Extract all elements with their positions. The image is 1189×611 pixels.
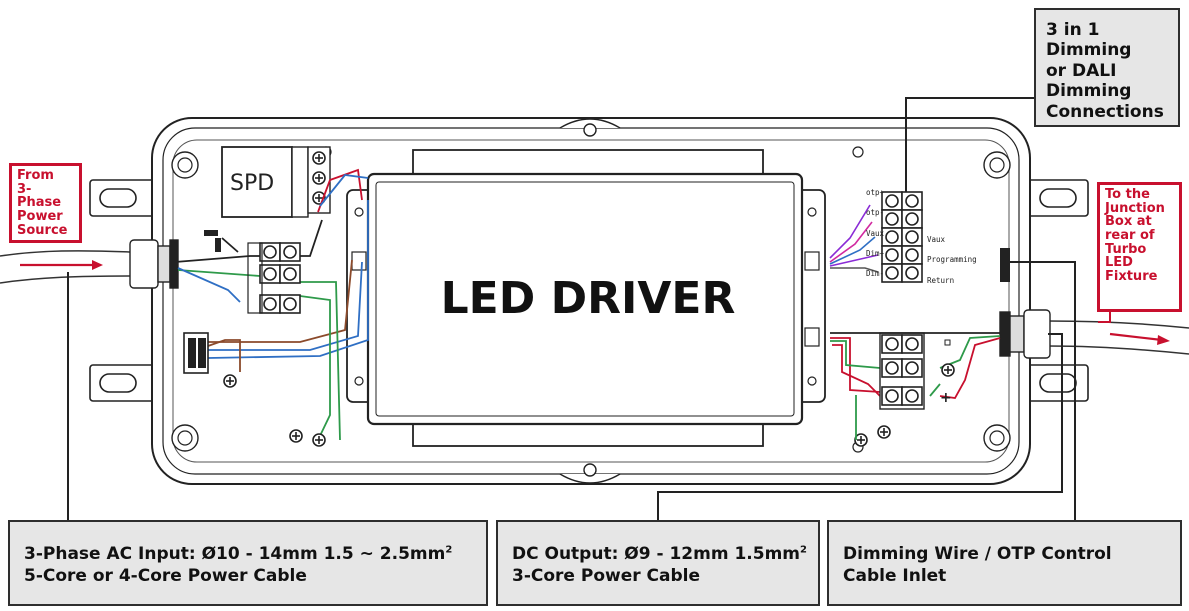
ac-input-cable-type: 5-Core or 4-Core Power Cable: [24, 565, 307, 586]
dc-terminal-block: [879, 332, 955, 410]
ac-cable-gland: [129, 239, 179, 289]
power-source-callout: From 3-Phase Power Source: [9, 163, 82, 243]
dimming-connections-callout: 3 in 1 Dimming or DALI Dimming Connectio…: [1034, 8, 1180, 127]
ac-wiring: [174, 168, 369, 441]
dc-output-spec: DC Output: Ø9 - 12mm 1.5mm: [512, 544, 801, 564]
terminal-label-vaux-in: Vaux: [866, 229, 885, 238]
dc-output-info-box: DC Output: Ø9 - 12mm 1.5mm2 3-Core Power…: [496, 520, 820, 606]
ac-connector: [183, 332, 209, 374]
ac-input-spec: 3-Phase AC Input: Ø10 - 14mm 1.5 ~ 2.5mm: [24, 544, 446, 564]
ac-input-cable: [0, 250, 133, 284]
dimming-terminal-block: [881, 191, 923, 283]
terminal-label-programming: Programming: [927, 255, 977, 264]
dc-output-cable-type: 3-Core Power Cable: [512, 565, 701, 586]
terminal-label-dim-minus: Dim-: [866, 269, 884, 278]
ac-terminal-block: [247, 242, 301, 314]
terminal-label-dim-plus: Dim+: [866, 249, 885, 258]
dimming-cable-gland: [1000, 248, 1010, 282]
junction-box-callout: To the Junction Box at rear of Turbo LED…: [1097, 182, 1182, 312]
terminal-label-otp-minus: otp-: [866, 208, 884, 217]
led-driver-body: [346, 149, 826, 447]
ac-input-sup: 2: [445, 544, 453, 556]
ac-input-info-box: 3-Phase AC Input: Ø10 - 14mm 1.5 ~ 2.5mm…: [8, 520, 488, 606]
mounting-tabs: [89, 179, 1089, 402]
spd-label: SPD: [230, 171, 274, 196]
dc-output-sup: 2: [800, 544, 807, 556]
dc-cable-gland: [999, 309, 1051, 359]
dc-output-cable: [1047, 320, 1189, 355]
dimming-wiring: [829, 97, 1034, 273]
led-driver-label: LED DRIVER: [441, 273, 736, 324]
dimming-inlet-info-box: Dimming Wire / OTP Control Cable Inlet: [827, 520, 1182, 606]
dc-plus-label: +: [940, 390, 952, 406]
dimming-inlet-line1: Dimming Wire / OTP Control: [843, 544, 1112, 564]
dimming-inlet-line2: Cable Inlet: [843, 565, 947, 586]
terminal-label-vaux-out: Vaux: [927, 235, 946, 244]
terminal-label-return: Return: [927, 276, 954, 285]
terminal-label-otp-plus: otp+: [866, 188, 885, 197]
